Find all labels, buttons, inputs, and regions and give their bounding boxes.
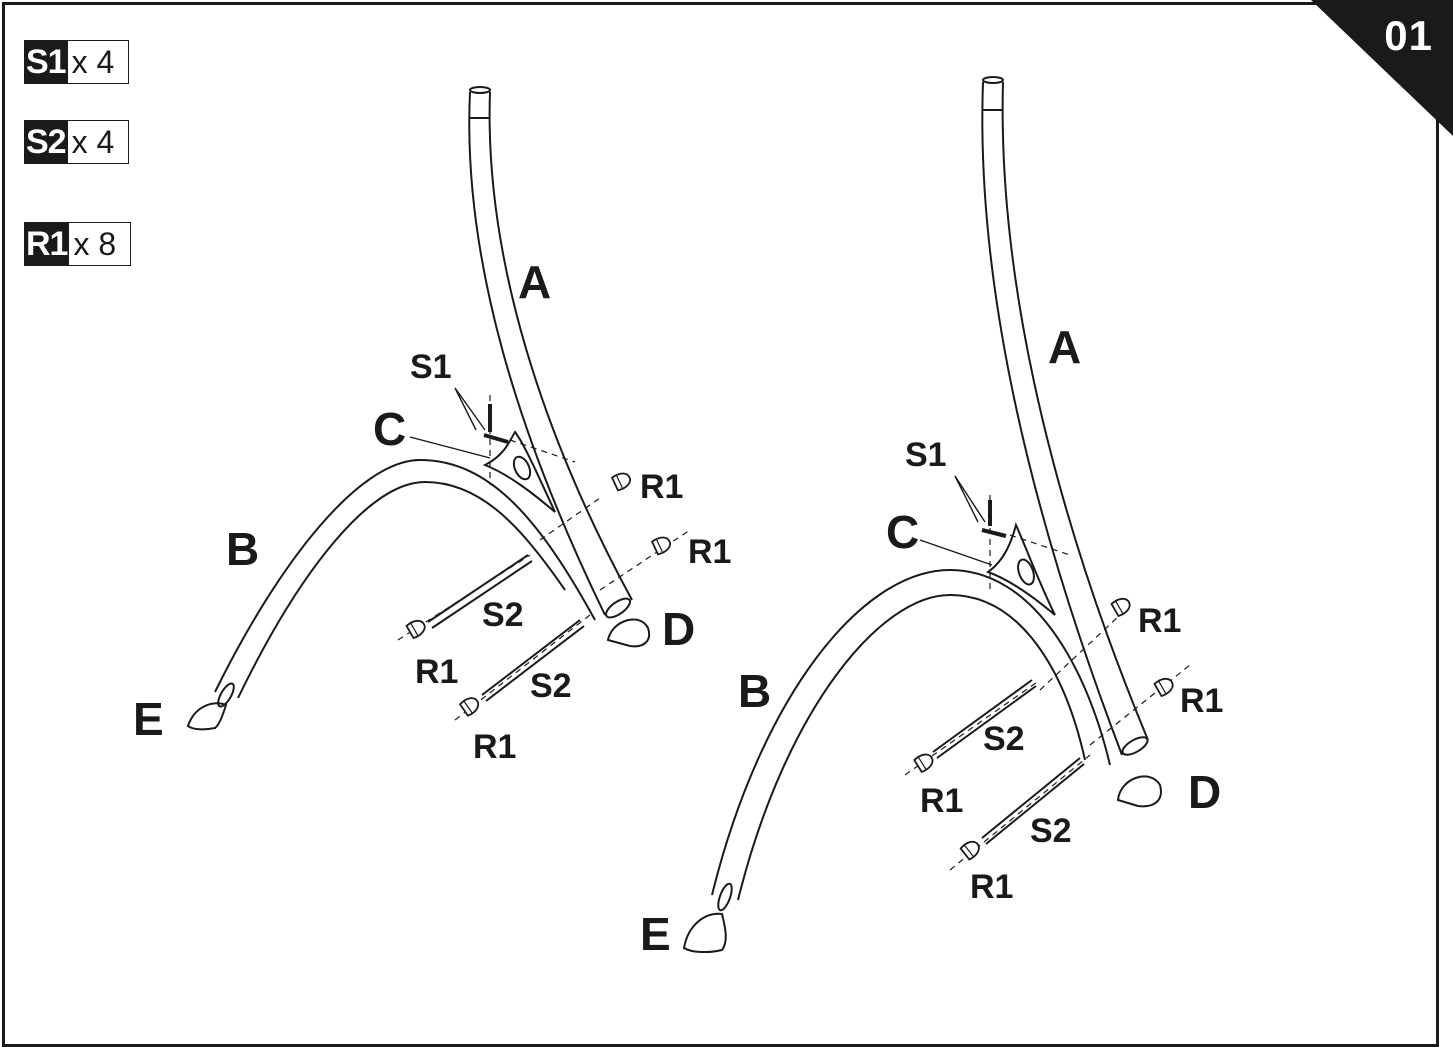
legend-code: S2 [24,120,68,164]
label-a: A [1048,321,1081,373]
label-r1: R1 [1138,602,1181,640]
tube-a-right [981,76,1149,756]
label-s2: S2 [482,596,524,634]
step-number: 01 [1384,12,1433,59]
foot-d-right [1116,775,1162,808]
legend-code: R1 [24,222,70,266]
label-d: D [1188,766,1221,818]
label-r1: R1 [970,868,1013,906]
foot-e-right [682,912,727,954]
legend-code: S1 [24,40,68,84]
bolt-s2-right-2 [981,757,1085,845]
label-s2: S2 [983,720,1025,758]
labels-right: A S1 C R1 B R1 S2 D R1 S2 R1 E [640,321,1223,960]
label-r1: R1 [688,533,731,571]
foot-e-left [186,702,228,731]
legend-item-s1: S1 x 4 [24,40,130,84]
label-c: C [373,403,406,455]
bracket-c-left [482,430,556,513]
label-s1: S1 [410,348,452,386]
label-a: A [518,256,551,308]
tube-b-right [711,568,1111,912]
label-r1: R1 [415,653,458,691]
bracket-c-right [985,522,1056,616]
label-b: B [226,523,259,575]
bolt-s2-left-2 [481,619,585,702]
left-assembly [186,86,691,731]
label-s1: S1 [905,436,947,474]
label-c: C [886,506,919,558]
step-badge [1311,0,1453,136]
bolt-s2-left-1 [427,554,533,629]
label-e: E [133,693,164,745]
tube-b-left [214,458,596,708]
foot-d-left [606,618,650,648]
label-s2: S2 [530,667,572,705]
right-assembly [682,76,1191,954]
label-r1: R1 [473,728,516,766]
label-e: E [640,908,671,960]
legend-qty: x 4 [67,40,130,84]
label-r1: R1 [1180,682,1223,720]
legend-item-s2: S2 x 4 [24,120,130,164]
legend-item-r1: R1 x 8 [24,222,132,266]
label-b: B [738,665,771,717]
legend-qty: x 4 [67,120,130,164]
labels-left: A S1 C B R1 R1 S2 D R1 S2 E R1 [133,256,731,766]
label-r1: R1 [920,782,963,820]
screw-s1-left [483,404,509,444]
screw-s1-right [981,500,1007,538]
legend-qty: x 8 [69,222,132,266]
tube-a-left [468,86,633,619]
label-r1: R1 [640,468,683,506]
bolt-s2-right-1 [932,679,1037,759]
label-d: D [662,603,695,655]
label-s2: S2 [1030,812,1072,850]
